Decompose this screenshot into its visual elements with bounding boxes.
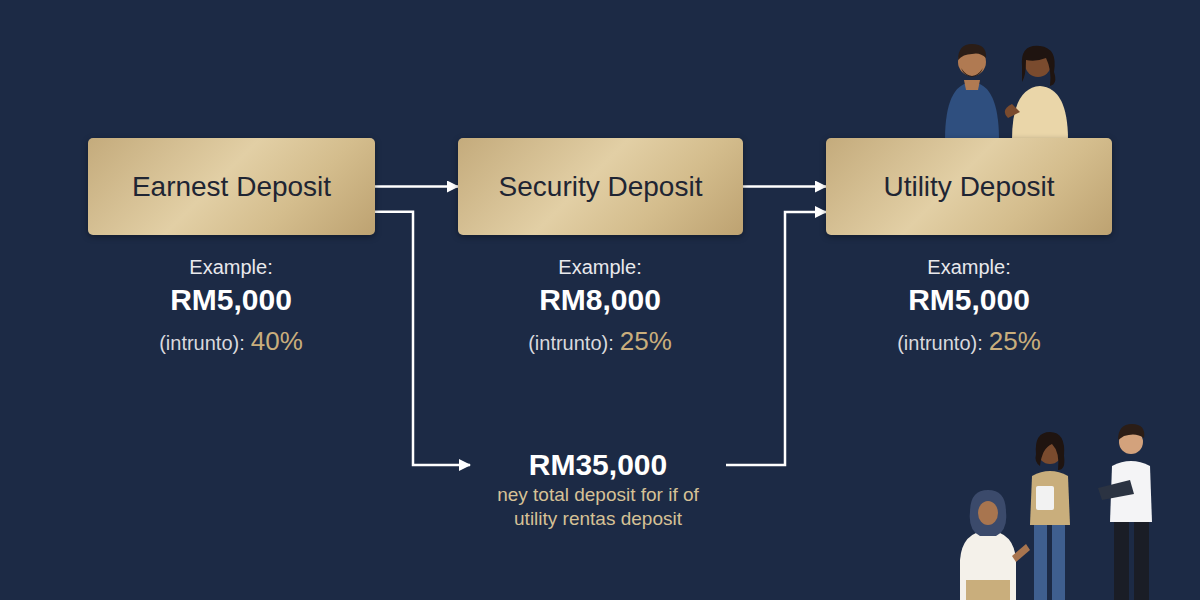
example-row: (intrunto): 25% <box>897 326 1041 357</box>
example-row: (intrunto): 25% <box>528 326 672 357</box>
person-figure <box>1030 432 1070 600</box>
example-row: Example: <box>558 254 641 280</box>
example-column: Example:RM8,000 (intrunto): 25% <box>450 254 750 357</box>
node-title: Earnest Deposit <box>132 171 331 203</box>
total-note: RM35,000ney total deposit for if of util… <box>470 445 726 533</box>
person-figure <box>945 44 999 140</box>
person-figure <box>960 490 1030 600</box>
deposit-box: Utility Deposit <box>826 138 1112 235</box>
percent-label: 40% <box>251 326 303 357</box>
flow-arrow <box>743 185 826 188</box>
note-label: (intrunto): <box>159 332 245 355</box>
flow-arrow <box>375 212 470 465</box>
amount-label: RM5,000 <box>170 280 292 320</box>
example-label: Example: <box>189 254 272 280</box>
node-title: Utility Deposit <box>883 171 1054 203</box>
amount-label: RM8,000 <box>539 280 661 320</box>
amount-label: RM5,000 <box>908 280 1030 320</box>
example-column: Example:RM5,000 (intrunto): 25% <box>819 254 1119 357</box>
example-row: Example: <box>927 254 1010 280</box>
example-label: Example: <box>558 254 641 280</box>
deposit-box: Earnest Deposit <box>88 138 375 235</box>
example-row: RM5,000 <box>170 280 292 320</box>
flow-arrow <box>726 212 826 465</box>
example-row: Example: <box>189 254 272 280</box>
person-figure <box>1098 424 1152 600</box>
example-label: Example: <box>927 254 1010 280</box>
note-label: (intrunto): <box>528 332 614 355</box>
example-column: Example:RM5,000 (intrunto): 40% <box>81 254 381 357</box>
node-note: ney total deposit for if of utility rent… <box>474 483 722 531</box>
node-title: RM35,000 <box>529 447 667 483</box>
percent-label: 25% <box>989 326 1041 357</box>
person-figure <box>1005 46 1068 140</box>
node-title: Security Deposit <box>499 171 703 203</box>
example-row: (intrunto): 40% <box>159 326 303 357</box>
flow-arrow <box>375 185 458 188</box>
deposit-box: Security Deposit <box>458 138 743 235</box>
note-label: (intrunto): <box>897 332 983 355</box>
example-row: RM8,000 <box>539 280 661 320</box>
percent-label: 25% <box>620 326 672 357</box>
example-row: RM5,000 <box>908 280 1030 320</box>
